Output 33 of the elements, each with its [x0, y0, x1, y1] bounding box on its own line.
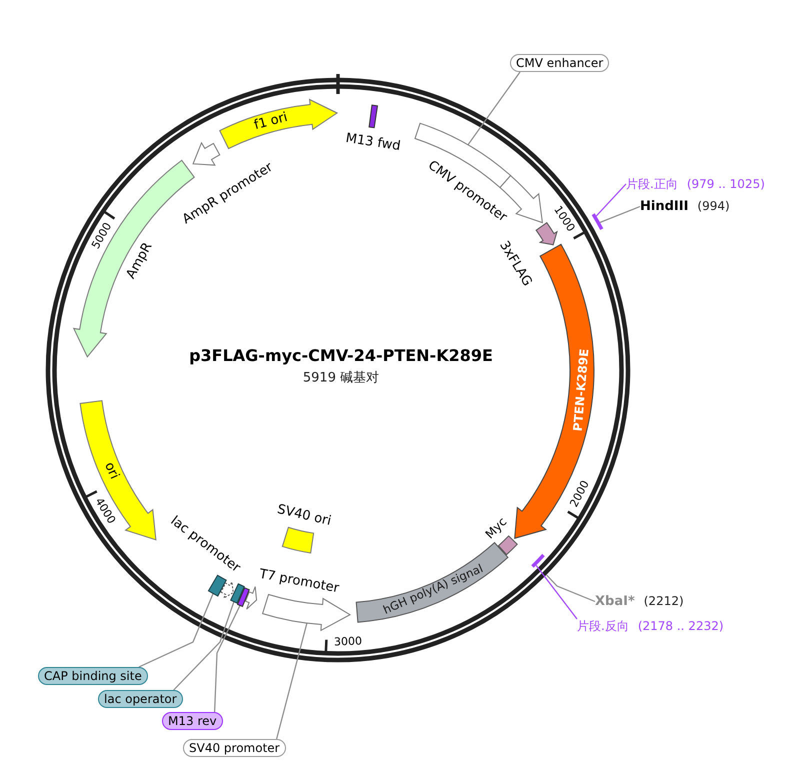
tick-label: 2000: [568, 478, 592, 510]
cut-position: (2212): [644, 594, 684, 608]
leader-line: [276, 622, 308, 740]
feature-label: M13 fwd: [344, 132, 402, 154]
enzyme-name: XbaI*: [595, 595, 635, 609]
leader-line: [214, 605, 241, 712]
feature-callout: CMV enhancer: [510, 54, 610, 72]
leader-line: [138, 593, 214, 668]
leader-line: [468, 72, 520, 146]
feature-label: SV40 ori: [276, 503, 332, 530]
feature-callout: M13 rev: [162, 712, 223, 730]
feature-label: PTEN-K289E: [570, 348, 592, 432]
feature-label: Myc: [482, 514, 510, 542]
feature-label: f1 ori: [253, 110, 290, 133]
feature-callout: CAP binding site: [38, 667, 148, 685]
leader-line: [546, 574, 596, 602]
primer-range: (2178 .. 2232): [638, 619, 724, 633]
primer-range: (979 .. 1025): [686, 177, 765, 191]
sequence-length: 5919 碱基对: [302, 369, 380, 388]
leader-line: [536, 565, 578, 620]
leader-line: [600, 206, 640, 223]
feature-label: T7 promoter: [258, 568, 340, 597]
feature-label: ori: [100, 460, 120, 482]
map-title: p3FLAG-myc-CMV-24-PTEN-K289E: [189, 345, 493, 367]
cut-position: (994): [697, 199, 730, 213]
leader-line: [173, 602, 234, 690]
enzyme-name: HindIII: [640, 200, 688, 214]
feature-callout: lac operator: [98, 690, 183, 708]
primer-label: 片段.反向: [577, 619, 629, 633]
leader-line: [596, 184, 626, 216]
feature-callout: SV40 promoter: [183, 739, 286, 757]
tick-label: 3000: [333, 635, 362, 648]
primer-label: 片段.正向: [626, 177, 678, 191]
